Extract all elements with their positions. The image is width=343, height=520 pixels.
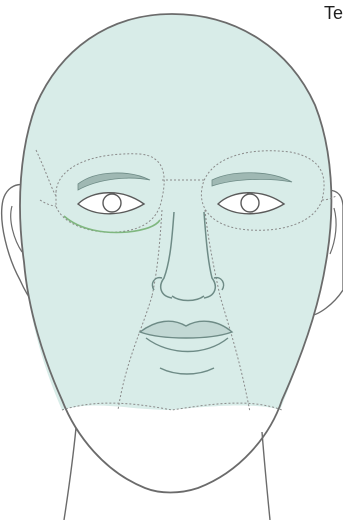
face-diagram: [0, 0, 343, 520]
